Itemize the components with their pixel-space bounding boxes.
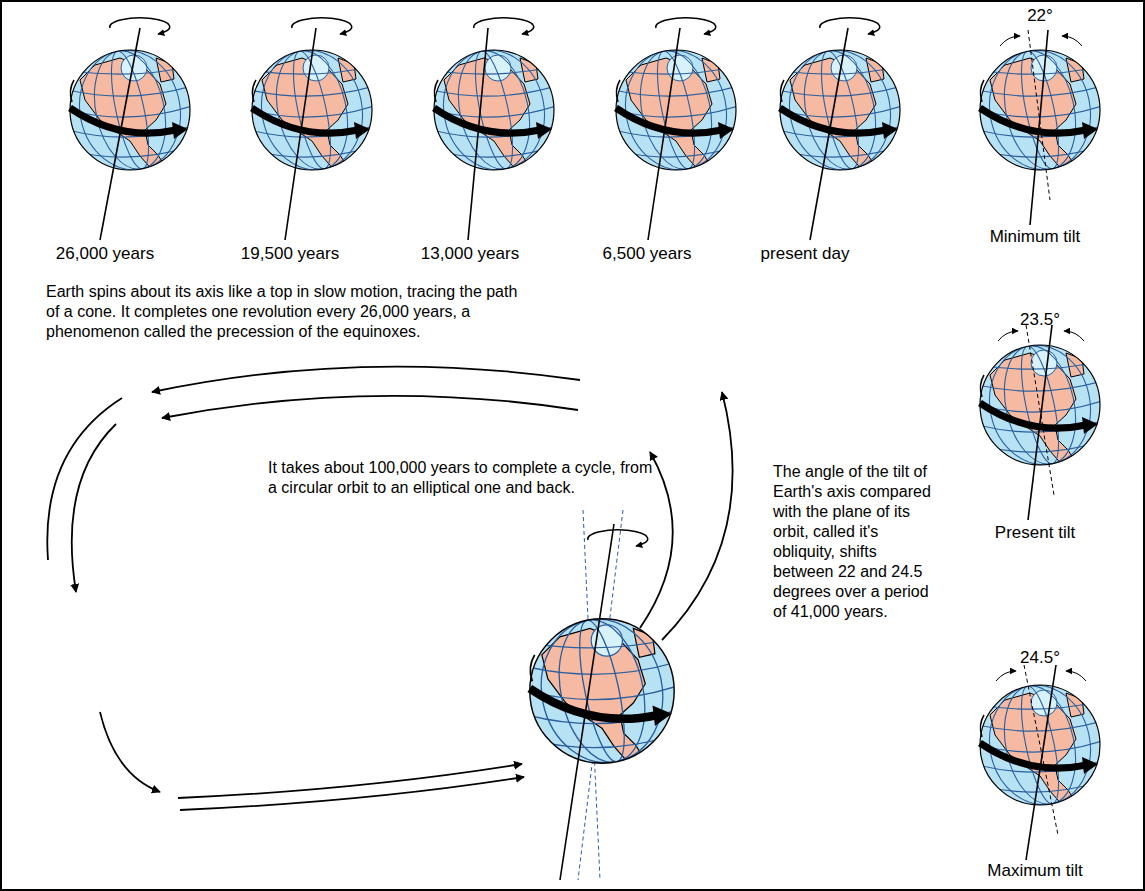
rotation-arrow — [656, 18, 716, 34]
tilt-arrow — [1066, 671, 1086, 681]
earth-axis — [648, 28, 680, 240]
earth-globe — [614, 41, 738, 179]
earth-axis — [1028, 325, 1052, 520]
time-label: present day — [735, 244, 875, 264]
orbit-arrow — [152, 367, 580, 392]
tilt-globe — [978, 325, 1102, 520]
earth-axis — [560, 524, 614, 880]
rotation-arrow — [588, 530, 648, 546]
description-text: It takes about 100,000 years to complete… — [268, 458, 658, 498]
earth-axis — [100, 28, 140, 240]
tilt-arrow — [996, 671, 1016, 681]
tilt-globe — [978, 665, 1102, 860]
tilt-globe — [978, 30, 1102, 225]
rotation-arrow — [474, 18, 534, 34]
time-label: 6,500 years — [572, 244, 722, 264]
tilt-label: Maximum tilt — [970, 861, 1100, 881]
tilt-range-line — [1026, 325, 1054, 495]
tilt-label: Present tilt — [970, 523, 1100, 543]
earth-globe — [432, 41, 556, 179]
precession-globe — [778, 18, 902, 240]
orbit-arrow — [72, 424, 116, 592]
earth-axis — [285, 28, 316, 240]
earth-axis — [810, 28, 848, 240]
orbit-arrow — [178, 764, 522, 798]
earth-globe — [978, 336, 1102, 474]
precession-globe — [250, 18, 374, 240]
earth-globe — [978, 676, 1102, 814]
earth-globe — [68, 41, 192, 179]
tilt-arrow — [998, 331, 1018, 341]
earth-axis — [468, 28, 488, 240]
tilt-label: Minimum tilt — [970, 227, 1100, 247]
orbit-arrow — [640, 452, 673, 628]
earth-axis — [1030, 30, 1048, 225]
rotation-arrow — [292, 18, 352, 34]
orbit-arrow — [162, 396, 578, 418]
orbit-arrow — [180, 777, 524, 810]
time-label: 19,500 years — [215, 244, 365, 264]
earth-axis — [1026, 665, 1056, 860]
orbit-arrow — [100, 712, 160, 792]
rotation-arrow — [820, 18, 880, 34]
tilt-arrow — [1062, 36, 1082, 46]
precession-globe — [432, 18, 556, 240]
earth-globe — [527, 608, 676, 774]
orbit-path — [47, 367, 732, 810]
description-text: Earth spins about its axis like a top in… — [46, 282, 526, 342]
angle-label: 24.5° — [1000, 648, 1080, 668]
tilt-range-line — [1024, 665, 1058, 835]
angle-label: 22° — [1000, 6, 1080, 26]
earth-globe — [778, 41, 902, 179]
time-label: 26,000 years — [30, 244, 180, 264]
orbit-globe — [527, 510, 676, 880]
tilt-arrow — [1000, 36, 1020, 46]
earth-globe — [250, 41, 374, 179]
time-label: 13,000 years — [395, 244, 545, 264]
angle-label: 23.5° — [1000, 310, 1080, 330]
orbit-arrow — [47, 398, 122, 560]
tilt-arrow — [1064, 331, 1084, 341]
tilt-range-line — [1028, 30, 1050, 200]
precession-globe — [68, 18, 192, 240]
precession-globe — [614, 18, 738, 240]
description-text: The angle of the tilt of Earth's axis co… — [773, 462, 935, 622]
